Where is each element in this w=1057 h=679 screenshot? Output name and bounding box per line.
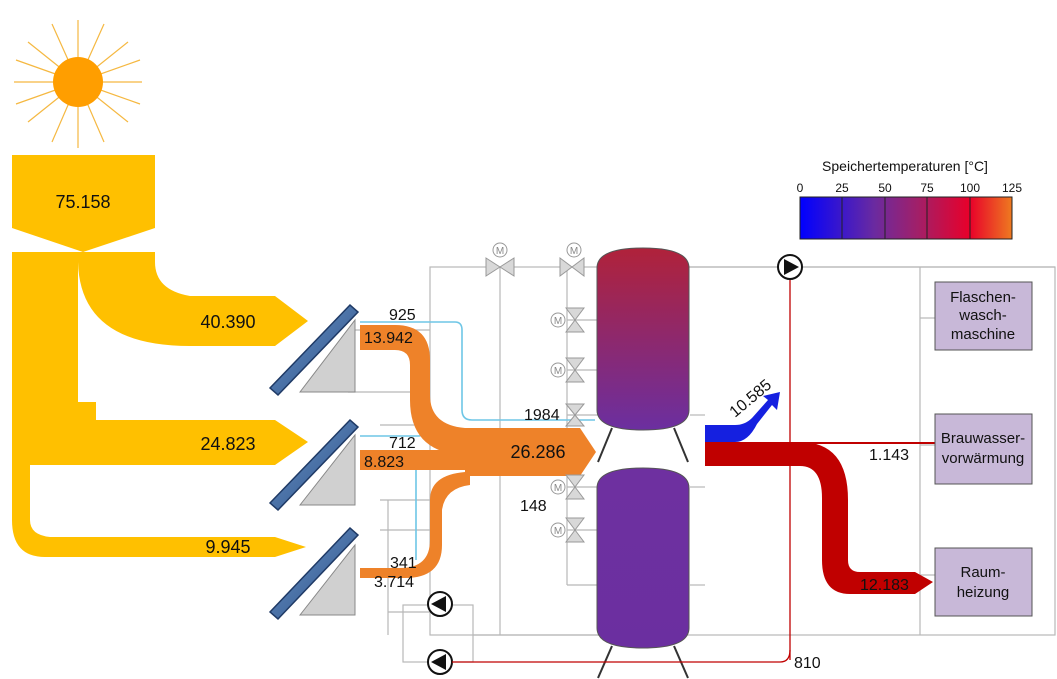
motor-valves — [485, 242, 586, 543]
label-solar-total: 75.158 — [55, 192, 110, 212]
valve-label: M — [554, 526, 562, 537]
label-tank-input: 26.286 — [510, 442, 565, 462]
label-collector2-solar: 24.823 — [200, 434, 255, 454]
valve-label: M — [554, 316, 562, 327]
flow-collector3-yield — [360, 472, 470, 578]
legend-tick: 75 — [920, 181, 934, 195]
valve-label: M — [554, 483, 562, 494]
label-brewing-water-heat: 1.143 — [869, 447, 909, 464]
solar-collector-3 — [268, 526, 360, 621]
legend-tick: 125 — [1002, 181, 1022, 195]
consumer-brewing-water: Brauwasser- vorwärmung — [934, 413, 1033, 485]
label-collector3-loss: 341 — [390, 555, 417, 572]
label-collector3-yield: 3.714 — [374, 574, 414, 591]
label-collector1-loss: 925 — [389, 307, 416, 324]
valve-motor-icon — [485, 242, 515, 277]
storage-tank-lower — [596, 467, 690, 679]
consumer-label: vorwärmung — [942, 450, 1025, 467]
label-collector1-yield: 13.942 — [364, 330, 413, 347]
legend-tick: 0 — [797, 181, 804, 195]
solar-collector-1 — [268, 303, 360, 397]
valve-label: M — [554, 366, 562, 377]
flow-collector2-yield — [360, 450, 470, 470]
label-collector3-solar: 9.945 — [205, 537, 250, 557]
consumer-space-heating: Raum- heizung — [934, 547, 1033, 617]
consumer-label: Brauwasser- — [941, 430, 1025, 447]
flow-collector3-solar — [12, 402, 306, 557]
pump-icon — [777, 254, 803, 280]
valve-motor-icon — [550, 517, 585, 543]
flow-heat-output — [705, 442, 933, 594]
label-upper-tank-flow: 1984 — [524, 407, 560, 424]
legend-title: Speichertemperaturen [°C] — [822, 158, 988, 174]
label-pump-loss: 810 — [794, 655, 821, 672]
flow-labels: 75.158 40.390 24.823 9.945 925 13.942 71… — [55, 192, 909, 672]
tank-input-arrow — [465, 428, 596, 476]
valve-motor-icon — [550, 357, 585, 383]
flow-collector2-solar — [30, 402, 308, 465]
collector-yield-flows — [360, 325, 596, 578]
pump-icon — [427, 591, 453, 617]
solar-total-arrow — [12, 155, 155, 252]
temperature-legend: Speichertemperaturen [°C] 0 25 50 75 100… — [797, 158, 1022, 240]
valve-label: M — [570, 246, 578, 257]
consumer-label: Raum- — [960, 564, 1005, 581]
piping — [348, 266, 1056, 663]
valve-label: M — [496, 246, 504, 257]
flow-collector1-yield — [360, 325, 470, 455]
label-collector2-loss: 712 — [389, 435, 416, 452]
legend-tick: 50 — [878, 181, 892, 195]
label-space-heating-heat: 12.183 — [860, 577, 909, 594]
consumer-bottle-washer: Flaschen- wasch- maschine — [934, 281, 1033, 351]
legend-tick: 25 — [835, 181, 849, 195]
consumer-label: heizung — [957, 584, 1010, 601]
legend-tick: 100 — [960, 181, 980, 195]
output-flows — [452, 280, 935, 663]
valve-motor-icon — [550, 307, 585, 333]
flow-collector1-solar — [78, 252, 308, 346]
label-lower-tank-flow: 148 — [520, 498, 547, 515]
valve-motor-icon — [559, 242, 585, 277]
solar-flows — [12, 155, 308, 557]
solar-collector-2 — [268, 418, 360, 512]
sun-icon — [14, 20, 142, 148]
consumer-label: wasch- — [958, 307, 1007, 324]
flow-cold-return — [705, 392, 780, 442]
consumer-label: Flaschen- — [950, 289, 1016, 306]
consumer-label: maschine — [951, 326, 1015, 343]
valve-motor-icon — [564, 403, 586, 427]
label-collector1-solar: 40.390 — [200, 312, 255, 332]
pump-icon — [427, 649, 453, 675]
storage-tank-upper — [596, 247, 690, 463]
label-collector2-yield: 8.823 — [364, 454, 404, 471]
valve-motor-icon — [550, 474, 585, 500]
